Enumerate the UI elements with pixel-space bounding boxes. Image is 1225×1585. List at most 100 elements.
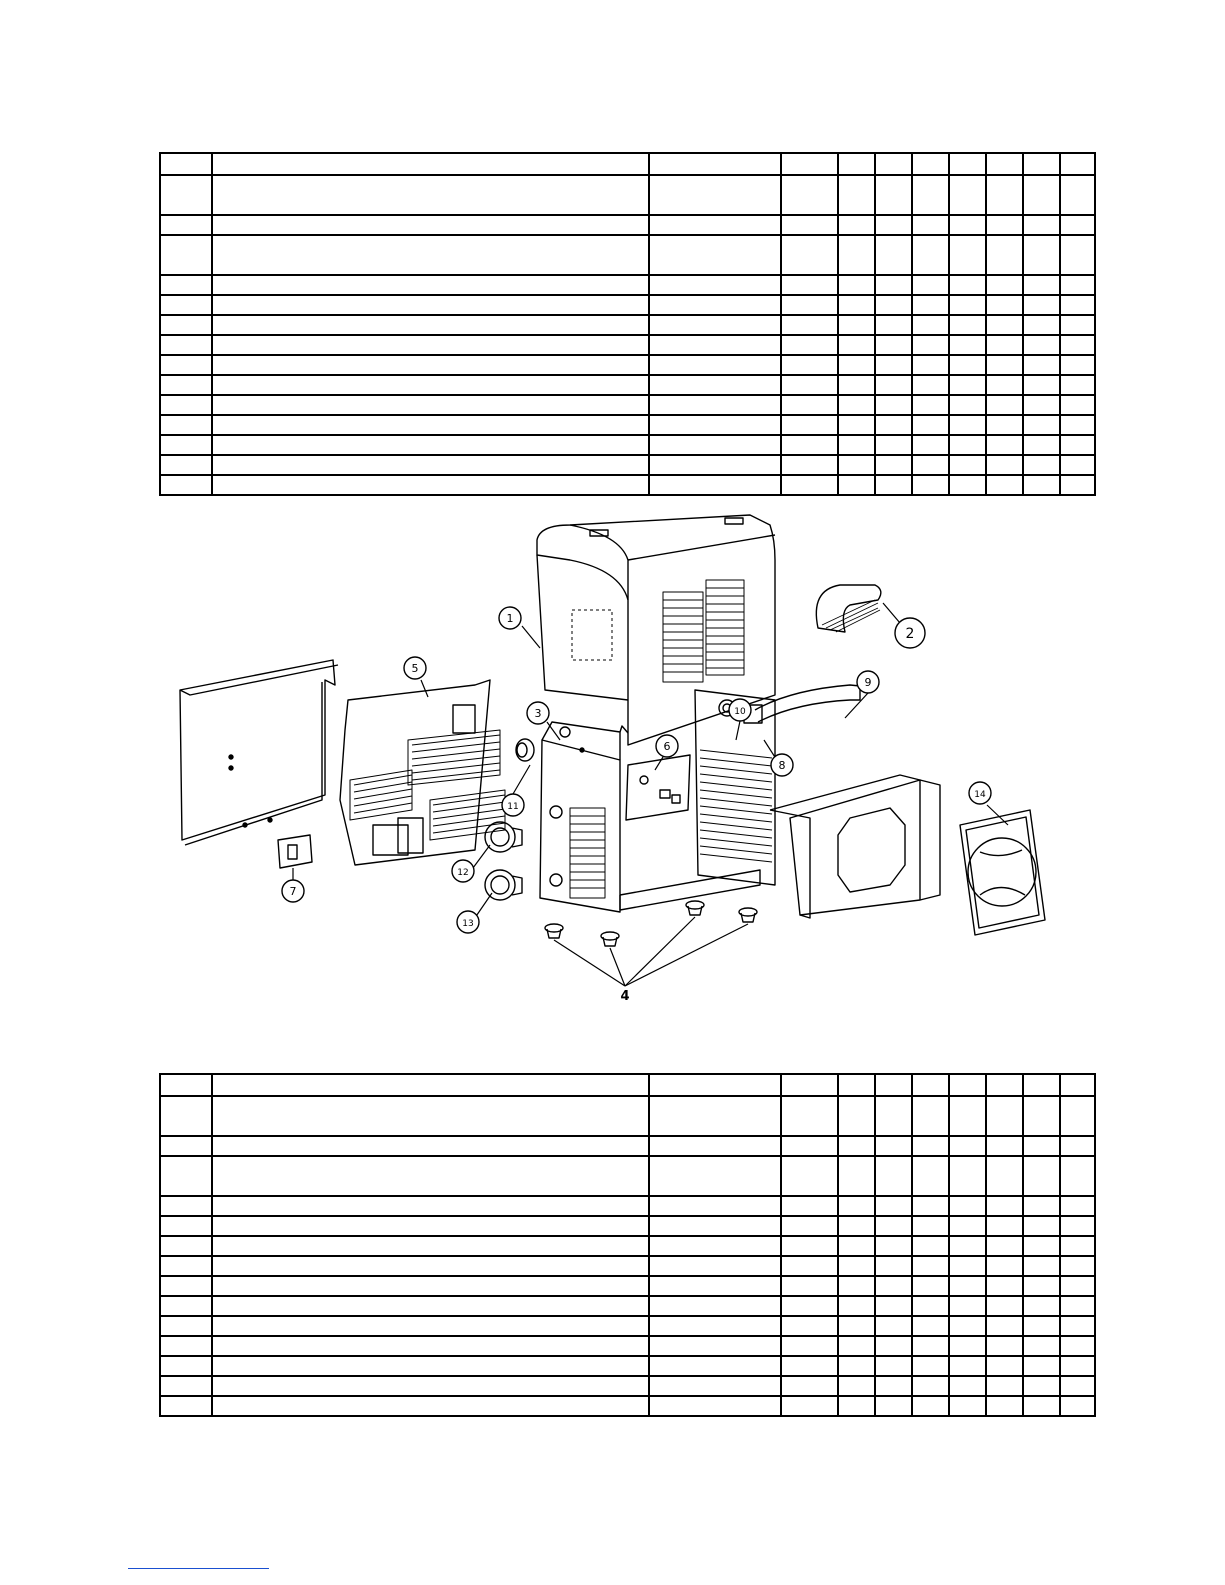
connector-13-part <box>484 869 523 901</box>
table-cell <box>911 234 950 276</box>
table-cell <box>874 394 913 416</box>
table-cell <box>1022 454 1061 476</box>
table-cell <box>1059 374 1096 396</box>
svg-text:9: 9 <box>865 676 872 689</box>
table-cell <box>159 1195 213 1217</box>
table-cell <box>780 334 839 356</box>
table-cell <box>874 1255 913 1277</box>
table-cell <box>211 274 650 296</box>
table-cell <box>159 1335 213 1357</box>
table-cell <box>648 434 782 456</box>
table-cell <box>648 1195 782 1217</box>
table-cell <box>874 274 913 296</box>
table-cell <box>837 1275 876 1297</box>
table-cell <box>211 394 650 416</box>
table-cell <box>648 1073 782 1097</box>
table-cell <box>648 1295 782 1317</box>
handle-part <box>815 584 882 633</box>
table-cell <box>874 1235 913 1257</box>
table-cell <box>1059 1315 1096 1337</box>
table-cell <box>211 1315 650 1337</box>
footer-link-underline[interactable] <box>128 1568 269 1569</box>
table-cell <box>648 454 782 476</box>
table-cell <box>1022 414 1061 436</box>
table-cell <box>1022 1315 1061 1337</box>
table-cell <box>1022 1295 1061 1317</box>
table-cell <box>1022 1375 1061 1397</box>
table-cell <box>911 1195 950 1217</box>
table-row <box>159 174 1096 216</box>
table-cell <box>911 1335 950 1357</box>
table-cell <box>648 1235 782 1257</box>
table-cell <box>211 1255 650 1277</box>
table-cell <box>948 374 987 396</box>
table-cell <box>1059 1195 1096 1217</box>
table-cell <box>948 354 987 376</box>
table-cell <box>837 1235 876 1257</box>
table-cell <box>159 334 213 356</box>
table-cell <box>985 454 1024 476</box>
table-cell <box>874 374 913 396</box>
table-cell <box>780 294 839 316</box>
table-cell <box>948 1375 987 1397</box>
table-cell <box>874 454 913 476</box>
table-cell <box>837 1135 876 1157</box>
table-cell <box>648 152 782 176</box>
table-cell <box>1059 1275 1096 1297</box>
table-cell <box>837 152 876 176</box>
table-row <box>159 152 1096 176</box>
table-cell <box>1059 274 1096 296</box>
table-cell <box>1059 394 1096 416</box>
table-cell <box>948 274 987 296</box>
table-cell <box>985 1073 1024 1097</box>
table-cell <box>911 1275 950 1297</box>
table-cell <box>911 274 950 296</box>
table-cell <box>780 214 839 236</box>
table-cell <box>159 1355 213 1377</box>
table-row <box>159 454 1096 476</box>
table-cell <box>985 1355 1024 1377</box>
table-row <box>159 1275 1096 1297</box>
table-cell <box>780 1095 839 1137</box>
table-cell <box>780 374 839 396</box>
table-row <box>159 434 1096 456</box>
table-cell <box>780 474 839 496</box>
table-cell <box>948 214 987 236</box>
table-cell <box>648 1335 782 1357</box>
table-cell <box>211 1355 650 1377</box>
table-cell <box>211 1135 650 1157</box>
table-cell <box>1022 234 1061 276</box>
table-cell <box>985 1315 1024 1337</box>
table-cell <box>948 1275 987 1297</box>
table-cell <box>1059 1255 1096 1277</box>
table-cell <box>911 1073 950 1097</box>
table-cell <box>837 474 876 496</box>
table-cell <box>1059 1135 1096 1157</box>
svg-text:4: 4 <box>620 989 629 1004</box>
callout-8: 8 <box>770 753 794 777</box>
table-cell <box>911 1375 950 1397</box>
table-cell <box>159 1395 213 1417</box>
svg-text:8: 8 <box>779 759 786 772</box>
table-cell <box>985 374 1024 396</box>
table-cell <box>1022 1073 1061 1097</box>
table-cell <box>159 1155 213 1197</box>
table-cell <box>911 152 950 176</box>
table-cell <box>948 1155 987 1197</box>
table-cell <box>211 454 650 476</box>
table-cell <box>648 394 782 416</box>
table-cell <box>1059 454 1096 476</box>
table-cell <box>948 454 987 476</box>
table-cell <box>648 1095 782 1137</box>
table-cell <box>780 1215 839 1237</box>
table-cell <box>1059 294 1096 316</box>
table-cell <box>837 294 876 316</box>
table-row <box>159 214 1096 236</box>
table-cell <box>874 1275 913 1297</box>
table-cell <box>1022 374 1061 396</box>
table-cell <box>874 1073 913 1097</box>
table-cell <box>648 1355 782 1377</box>
table-cell <box>1022 1155 1061 1197</box>
table-cell <box>837 1335 876 1357</box>
table-cell <box>159 394 213 416</box>
